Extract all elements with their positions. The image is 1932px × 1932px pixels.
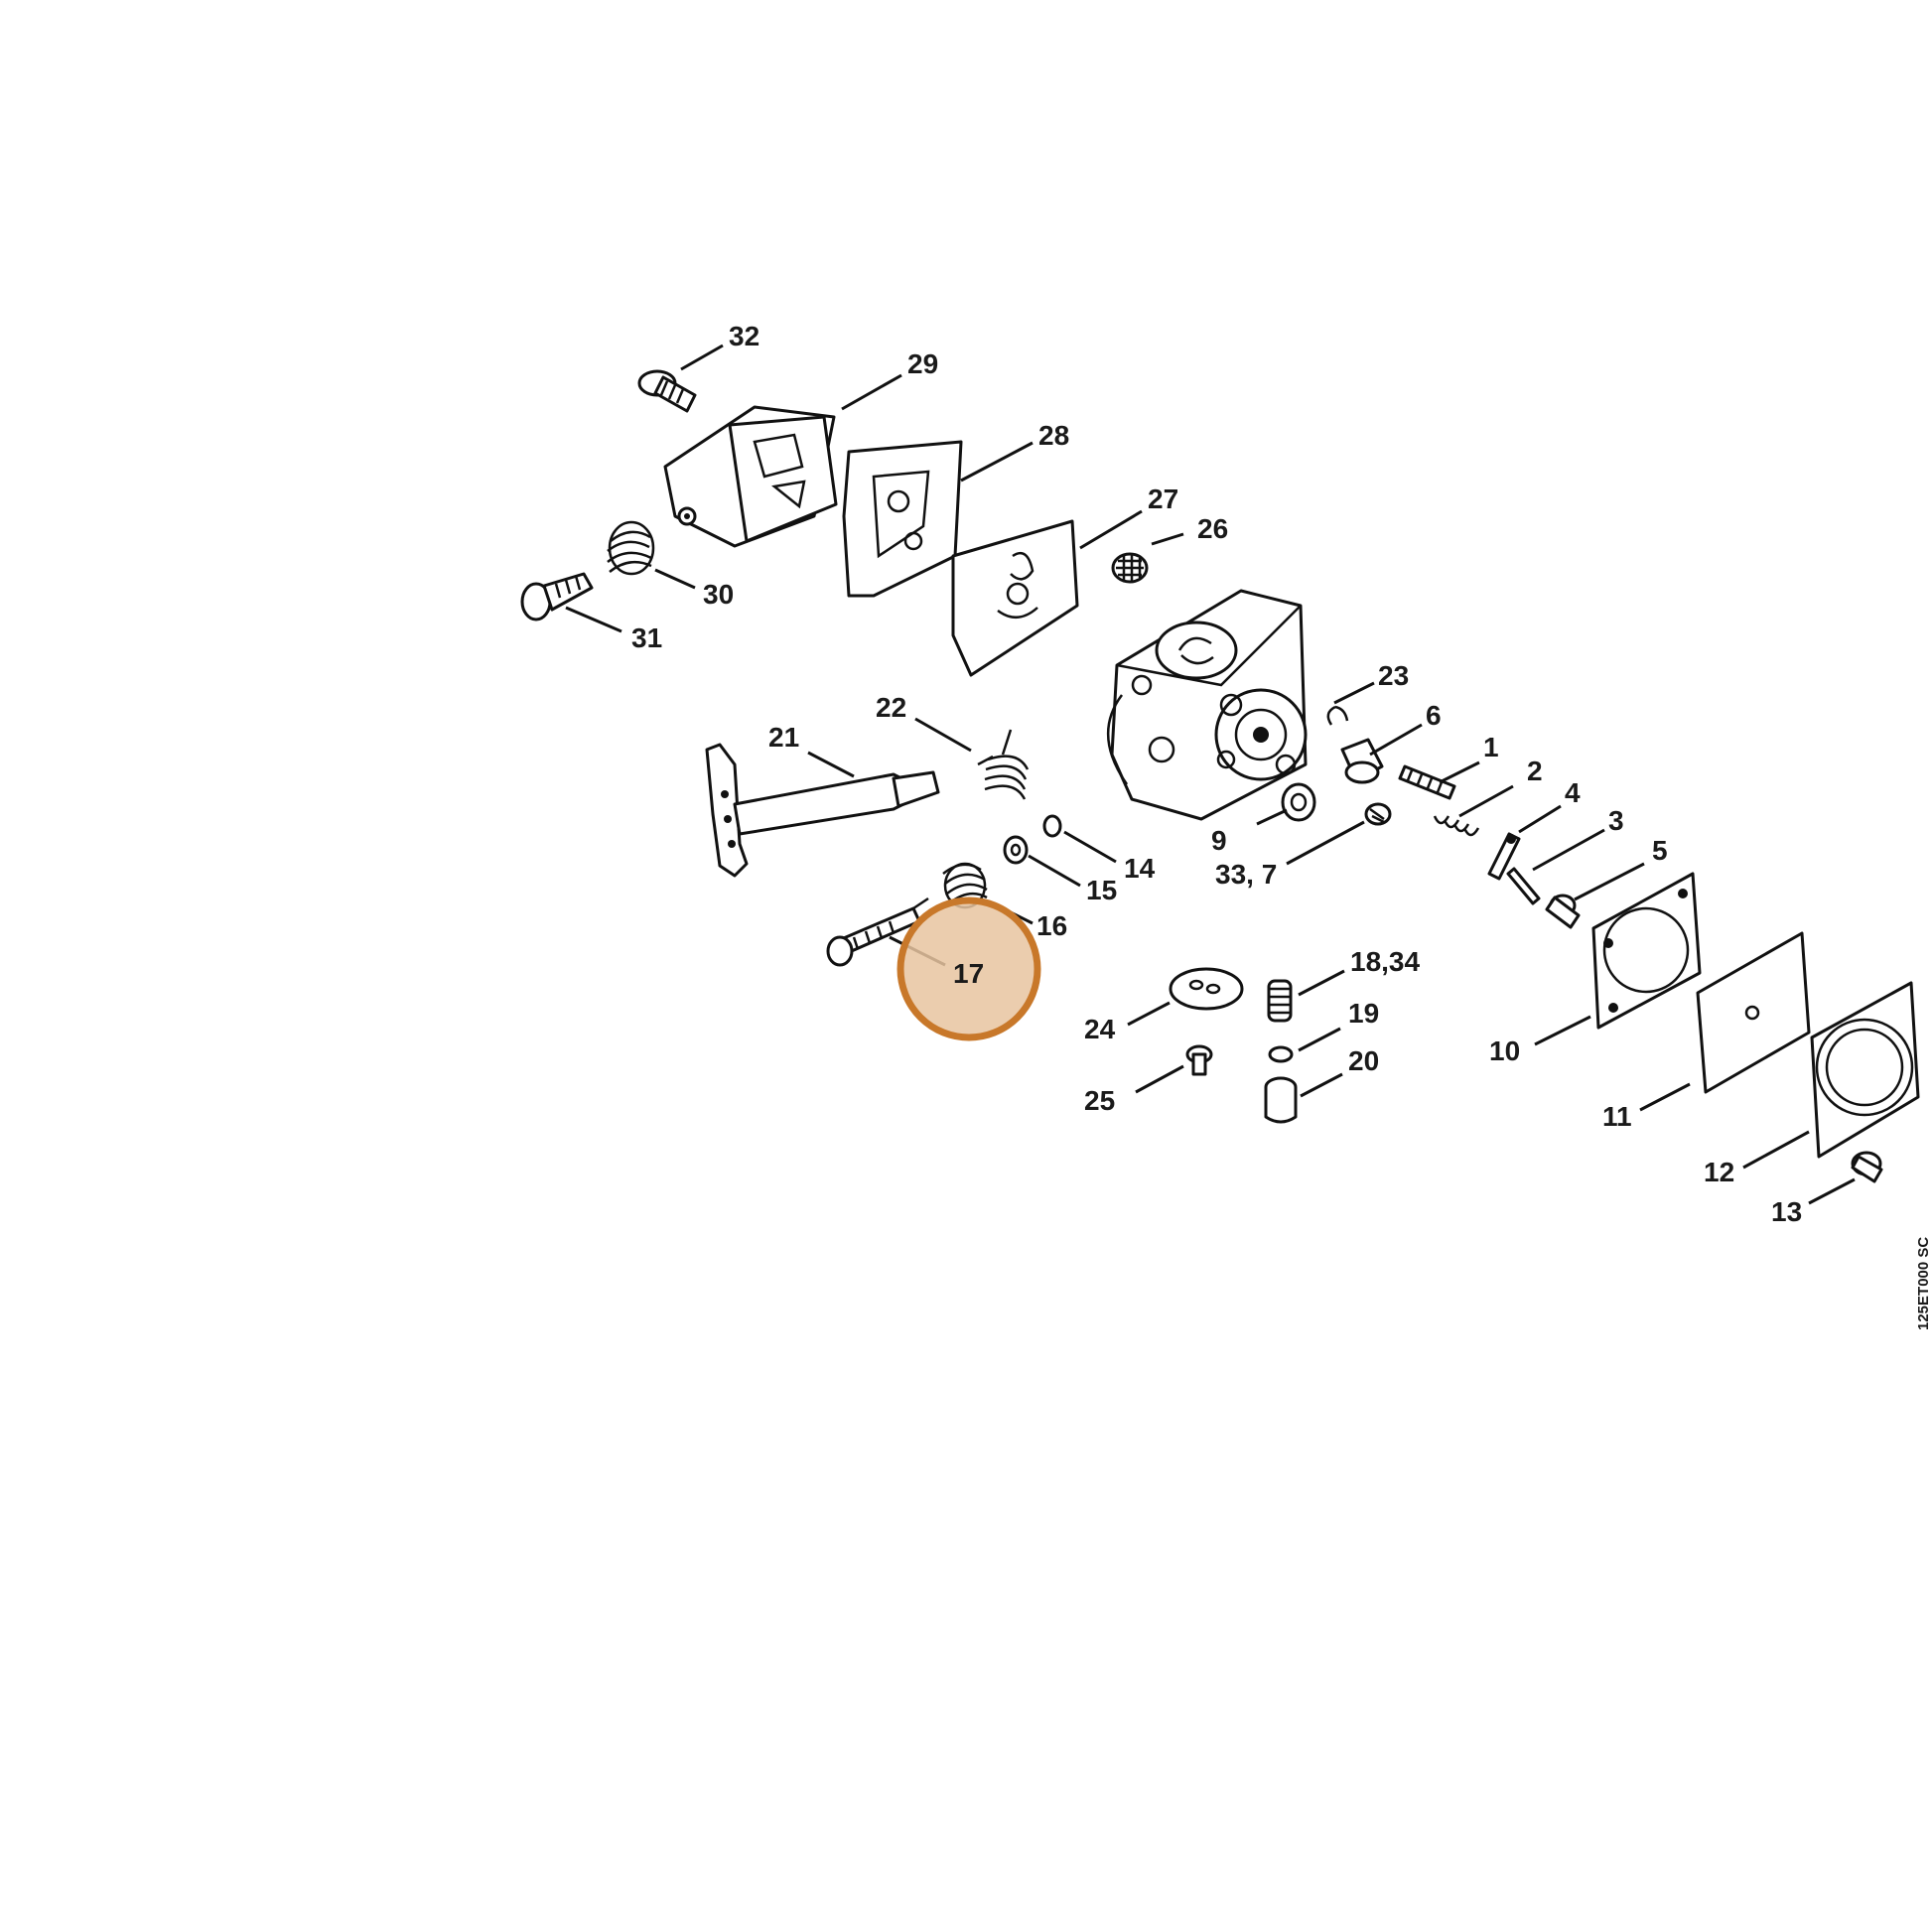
label-17: 17	[953, 958, 984, 989]
label-10: 10	[1489, 1035, 1520, 1066]
label-22: 22	[876, 692, 906, 723]
part-32-screw[interactable]	[637, 369, 697, 413]
label-6: 6	[1426, 700, 1442, 731]
label-20: 20	[1348, 1045, 1379, 1076]
part-6-cap[interactable]	[1340, 738, 1384, 784]
label-23: 23	[1378, 660, 1409, 691]
part-12-cover[interactable]	[1810, 981, 1920, 1159]
part-13-screw[interactable]	[1851, 1151, 1883, 1183]
part-30-spring[interactable]	[607, 520, 655, 576]
label-33-7: 33, 7	[1215, 859, 1277, 890]
label-26: 26	[1197, 513, 1228, 544]
part-19-washer[interactable]	[1268, 1045, 1294, 1063]
label-29: 29	[907, 348, 938, 379]
label-3: 3	[1608, 805, 1624, 836]
part-26-screen[interactable]	[1111, 552, 1149, 584]
part-27-plate[interactable]	[951, 519, 1079, 677]
label-4: 4	[1565, 777, 1581, 808]
label-5: 5	[1652, 835, 1668, 866]
part-28-gasket[interactable]	[842, 440, 963, 598]
part-33-7-screw[interactable]	[1364, 802, 1392, 826]
part-24-disc[interactable]	[1169, 967, 1244, 1011]
label-31: 31	[631, 622, 662, 653]
carburetor-body[interactable]	[1106, 589, 1308, 821]
label-28: 28	[1038, 420, 1069, 451]
part-18-34-spring[interactable]	[1267, 979, 1293, 1023]
label-16: 16	[1036, 910, 1067, 941]
part-1-needle[interactable]	[1398, 764, 1456, 800]
label-21: 21	[768, 722, 799, 753]
part-20-bushing[interactable]	[1264, 1076, 1298, 1124]
part-22-spring[interactable]	[977, 729, 1030, 800]
part-14-ring[interactable]	[1042, 814, 1062, 838]
drawing-code: 125ET000 SC	[1915, 1237, 1932, 1330]
part-25-screw[interactable]	[1185, 1044, 1213, 1076]
label-24: 24	[1084, 1014, 1116, 1044]
part-3-pin[interactable]	[1506, 867, 1541, 905]
part-9-washer[interactable]	[1281, 782, 1316, 822]
label-19: 19	[1348, 998, 1379, 1029]
label-14: 14	[1124, 853, 1156, 884]
label-25: 25	[1084, 1085, 1115, 1116]
label-9: 9	[1211, 825, 1227, 856]
part-21-shaft[interactable]	[705, 743, 940, 878]
label-15: 15	[1086, 875, 1117, 905]
part-labels: 32 29 28 27 26 30 31 22 21 23 6 1 2 4 3 …	[631, 321, 1802, 1227]
part-17-screw[interactable]	[826, 897, 929, 967]
part-11-diaphragm[interactable]	[1696, 931, 1811, 1094]
part-23-clip[interactable]	[1326, 705, 1349, 726]
label-30: 30	[703, 579, 734, 610]
label-18-34: 18,34	[1350, 946, 1420, 977]
label-32: 32	[729, 321, 759, 351]
part-31-screw[interactable]	[520, 572, 594, 621]
label-11: 11	[1602, 1101, 1632, 1132]
leader-lines	[565, 344, 1856, 1205]
label-2: 2	[1527, 756, 1543, 786]
label-13: 13	[1771, 1196, 1802, 1227]
part-29-cover[interactable]	[663, 405, 838, 548]
part-4-lever[interactable]	[1487, 832, 1521, 881]
part-5-screw[interactable]	[1545, 894, 1581, 929]
label-1: 1	[1483, 732, 1499, 762]
part-15-washer[interactable]	[1003, 835, 1029, 865]
label-27: 27	[1148, 483, 1178, 514]
highlight-marker	[897, 897, 1041, 1041]
part-10-gasket[interactable]	[1591, 872, 1702, 1030]
label-12: 12	[1704, 1157, 1734, 1187]
part-2-spring[interactable]	[1433, 815, 1480, 837]
